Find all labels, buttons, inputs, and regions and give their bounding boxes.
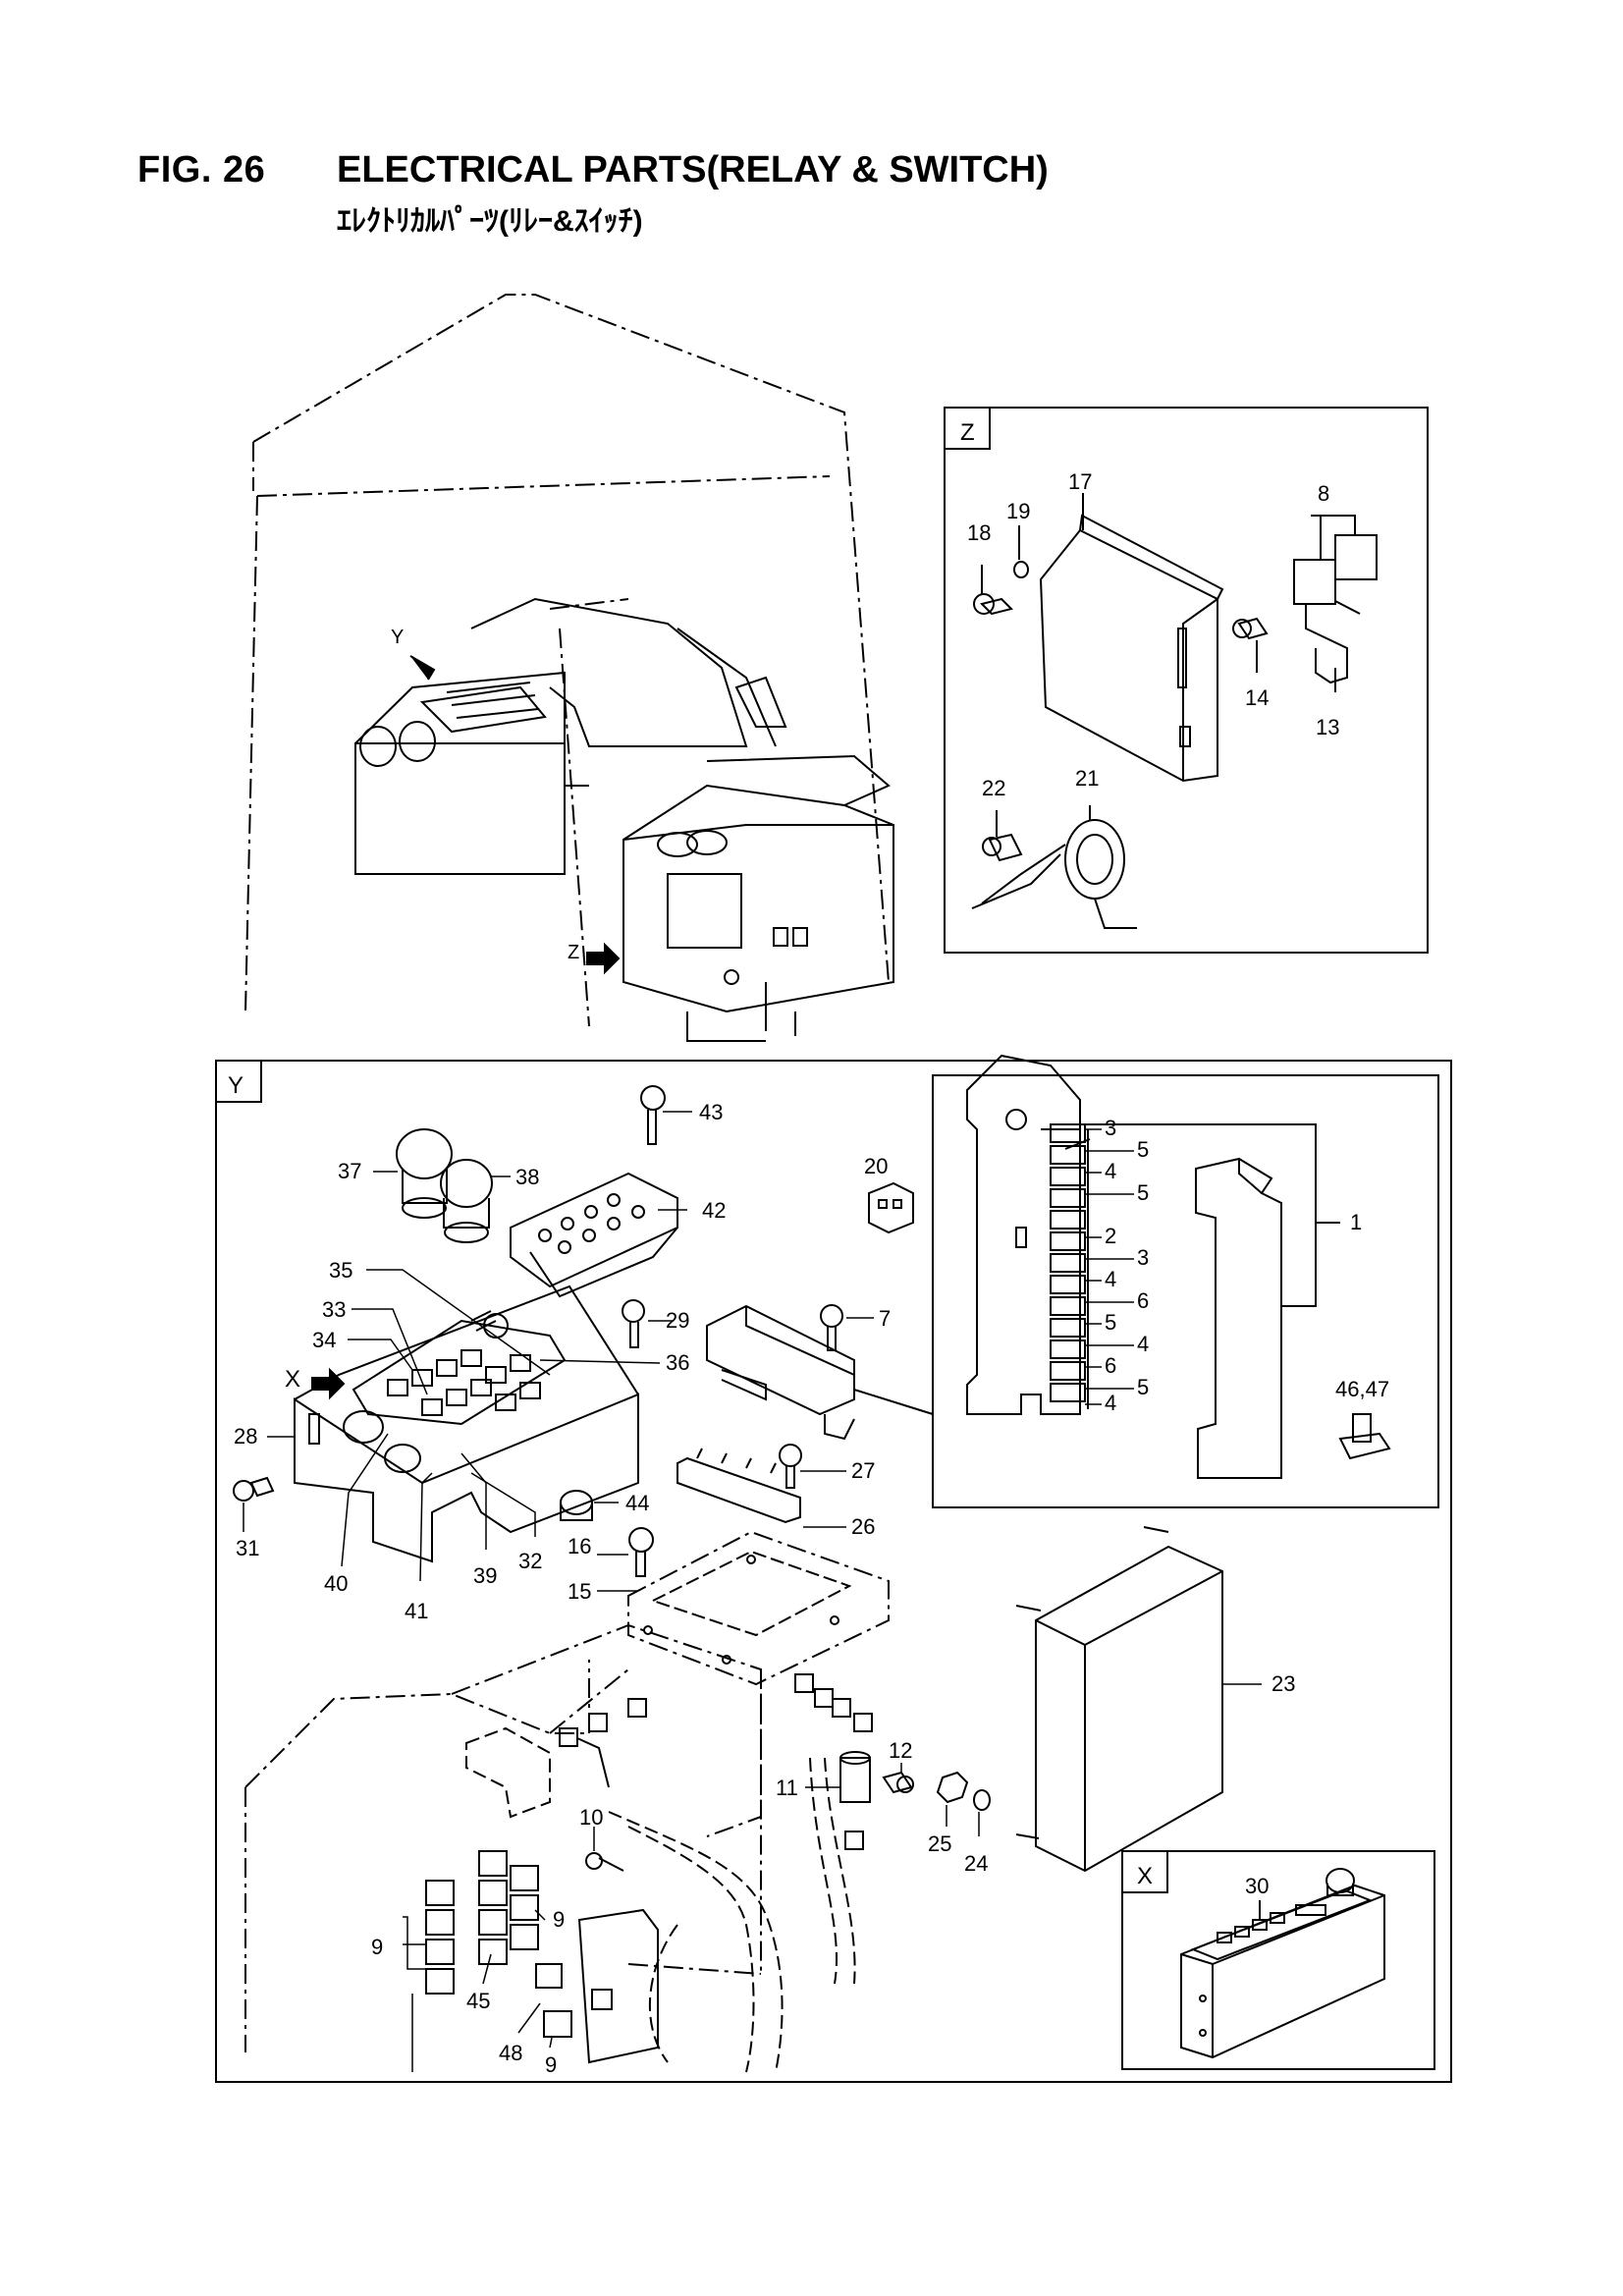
part-label: 9 [545,2052,557,2077]
part-label: 33 [322,1297,346,1322]
part-labels-y: 43 37 38 42 20 35 33 34 29 7 36 28 31 40… [234,1100,1295,2077]
part-label: 34 [312,1328,336,1352]
part-label: 36 [666,1350,689,1375]
slot-number: 6 [1137,1288,1149,1313]
part-label: 39 [473,1563,497,1588]
part-label: 25 [928,1831,951,1856]
part-label: 21 [1075,766,1099,791]
switch-panel-assembly [233,1085,914,1686]
part-label: 29 [666,1308,689,1333]
part-label: 17 [1068,469,1092,494]
figure-title: ELECTRICAL PARTS(RELAY & SWITCH) [337,149,1049,191]
part-label: 32 [518,1549,542,1573]
panel-y [215,1054,1452,2083]
part-label: 13 [1316,715,1339,739]
part-label: 7 [879,1306,891,1331]
slot-number: 3 [1105,1116,1116,1140]
cab-overview [244,294,894,1042]
console-body [244,1526,1223,2073]
part-label: 35 [329,1258,352,1283]
slot-number: 2 [1105,1224,1116,1248]
part-label: 12 [889,1738,912,1763]
part-label: 24 [964,1851,988,1876]
part-label: 8 [1318,481,1329,506]
slot-number: 3 [1137,1245,1149,1270]
panel-z [944,407,1429,954]
arrow-y-label: Y [391,627,404,648]
part-label: 43 [699,1100,723,1124]
part-label: 28 [234,1424,257,1449]
part-label: 9 [553,1907,565,1932]
part-label: 31 [236,1536,259,1560]
part-label: 16 [568,1534,591,1558]
arrow-x-label: X [285,1366,300,1393]
slot-number: 5 [1137,1375,1149,1399]
part-label: 18 [967,520,991,545]
part-label: 46,47 [1335,1377,1389,1401]
figure-number: FIG. 26 [137,149,266,191]
figure-subtitle: ｴﾚｸﾄﾘｶﾙﾊﾟｰﾂ(ﾘﾚｰ&ｽｲｯﾁ) [337,205,643,238]
part-label: 23 [1271,1671,1295,1696]
part-label: 19 [1006,499,1030,523]
part-label: 14 [1245,685,1269,710]
part-label: 45 [466,1989,490,2013]
panel-x [1121,1850,1435,2070]
part-label: 41 [405,1599,428,1623]
part-label: 11 [776,1776,798,1800]
slot-leaders [1085,1128,1134,1405]
slot-number: 6 [1105,1353,1116,1378]
slot-number: 5 [1137,1180,1149,1205]
part-label: 40 [324,1571,348,1596]
part-label: 15 [568,1579,591,1604]
panel-x-label: X [1137,1863,1153,1889]
panel-y-label: Y [228,1072,243,1099]
part-label: 27 [851,1458,875,1483]
slot-number: 5 [1105,1310,1116,1335]
arrow-z-label: Z [568,942,579,963]
slot-number: 4 [1105,1159,1116,1183]
part-label: 38 [515,1165,539,1189]
part-label: 37 [338,1159,361,1183]
part-label: 30 [1245,1874,1269,1898]
part-label: 1 [1350,1210,1362,1234]
part-label: 10 [579,1805,603,1830]
leader-lines-y [243,1111,1262,2072]
part-label: 20 [864,1154,888,1178]
slot-number: 4 [1137,1332,1149,1356]
part-label: 48 [499,2041,522,2065]
part-label: 9 [371,1935,383,1959]
slot-numbers: 3 5 4 5 2 3 4 6 5 4 6 5 4 [1105,1116,1149,1415]
slot-number: 5 [1137,1137,1149,1162]
part-label: 26 [851,1514,875,1539]
part-label: 42 [702,1198,726,1223]
part-label: 22 [982,776,1005,800]
slot-number: 4 [1105,1391,1116,1415]
panel-z-label: Z [960,419,975,446]
slot-number: 4 [1105,1267,1116,1291]
part-label: 44 [625,1491,649,1515]
